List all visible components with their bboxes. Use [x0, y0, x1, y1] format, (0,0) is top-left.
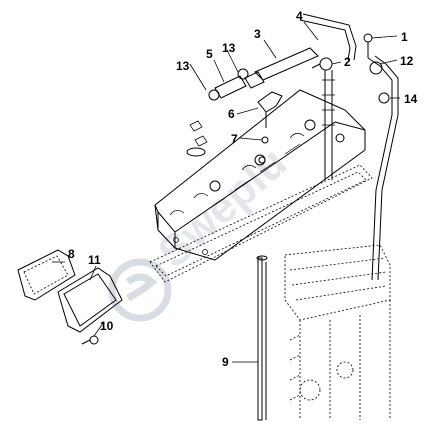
callout-6: 6 — [228, 107, 235, 121]
callout-5: 5 — [206, 47, 213, 61]
callouts: 1 2 3 4 5 6 7 8 9 10 11 12 13 13 14 — [68, 9, 418, 369]
watermark: Sweplu — [108, 138, 296, 322]
valve-cover — [154, 89, 366, 261]
small-screws — [186, 120, 269, 164]
callout-12: 12 — [400, 54, 414, 68]
watermark-text: Sweplu — [149, 138, 296, 277]
banjo-bolt — [311, 57, 333, 71]
callout-1: 1 — [401, 30, 408, 44]
callout-9: 9 — [222, 355, 229, 369]
elbow-fitting — [257, 91, 283, 128]
side-cover-bolt — [81, 335, 99, 345]
callout-13-right: 13 — [222, 41, 236, 55]
cylinder-head — [284, 244, 391, 420]
callout-10: 10 — [100, 319, 114, 333]
hose-fitting — [208, 68, 249, 101]
side-cover-gasket — [57, 267, 123, 333]
callout-7: 7 — [231, 132, 238, 146]
breather-tube — [244, 47, 319, 89]
side-cover-plate — [17, 249, 76, 301]
valve-cover-gasket — [149, 164, 373, 283]
rocker-studs — [322, 70, 335, 180]
oil-pipe — [299, 13, 399, 281]
dipstick-tube — [256, 255, 268, 421]
callout-11: 11 — [88, 253, 101, 267]
watermark-logo — [108, 258, 172, 322]
callout-8: 8 — [68, 247, 75, 261]
callout-4: 4 — [296, 9, 303, 23]
leader-lines — [52, 21, 400, 363]
callout-3: 3 — [254, 27, 261, 41]
callout-13-left: 13 — [176, 59, 190, 73]
callout-14: 14 — [404, 92, 418, 106]
callout-2: 2 — [344, 55, 351, 69]
